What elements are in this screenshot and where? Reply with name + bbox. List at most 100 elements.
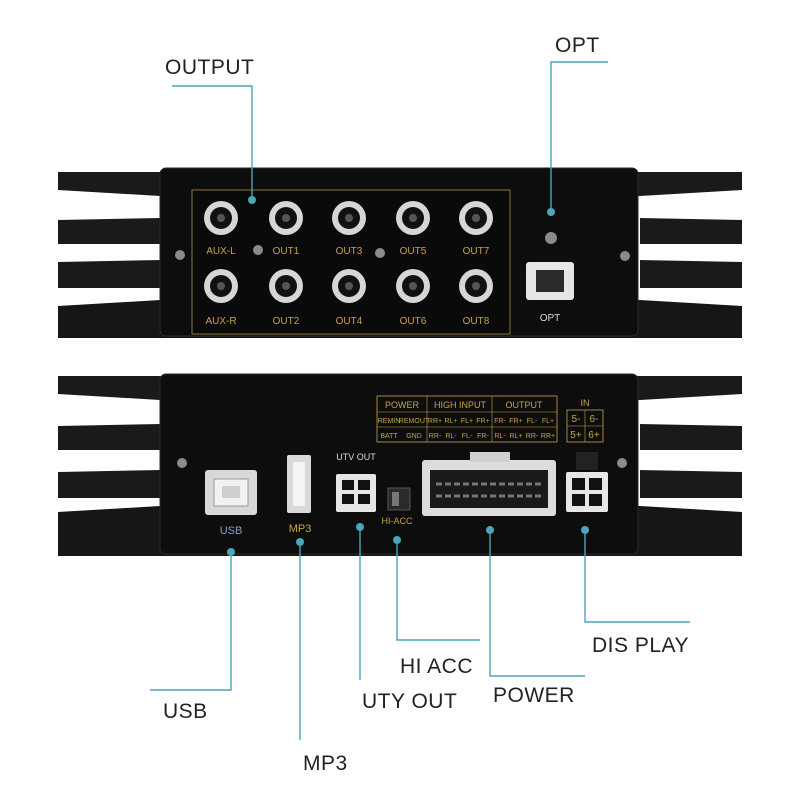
wiring-table: POWER HIGH INPUT OUTPUT REMIN REMOUT RR+… [376,395,558,443]
in-table-cell: 5+ [570,430,582,441]
mp3-port-label: MP3 [289,523,312,535]
table-cell: REMOUT [399,418,430,425]
top-device: AUX-L OUT1 OUT3 OUT5 OUT7 AUX-R OUT2 OUT… [58,167,742,338]
table-cell: RL- [445,433,457,440]
table-cell: RR+ [428,418,442,425]
jack-label: OUT3 [336,246,363,257]
hi-acc-switch-knob [392,492,399,506]
leader-hi-acc [396,540,480,641]
table-cell: FL+ [542,418,554,425]
table-header: HIGH INPUT [434,400,487,410]
rca-jack[interactable] [204,269,238,303]
rca-jack[interactable] [396,269,430,303]
jack-label: OUT5 [400,246,427,257]
table-cell: FR- [477,433,489,440]
table-header: OUTPUT [506,400,544,410]
pin [358,494,370,504]
utv-out-connector[interactable] [336,474,376,512]
screw [175,250,185,260]
pin [342,494,354,504]
table-cell: FR+ [509,418,522,425]
table-cell: RL- [494,433,506,440]
usb-port-tongue [222,486,240,498]
jack-label: OUT6 [400,316,427,327]
in-table-cell: 6+ [588,430,600,441]
table-cell: BATT [380,433,398,440]
table-cell: FL- [462,433,473,440]
jack-label: OUT8 [463,316,490,327]
callout-uty-out: UTY OUT [362,690,458,713]
screw [545,232,557,244]
usb-port-label: USB [220,525,243,537]
jack-label: OUT2 [273,316,300,327]
jack-label: AUX-L [206,246,236,257]
rca-jack[interactable] [204,201,238,235]
fin [58,470,160,498]
callout-mp3: MP3 [303,752,348,775]
callout-opt: OPT [555,34,600,57]
table-cell: FR+ [476,418,489,425]
power-connector-pins [430,470,548,508]
rca-jack[interactable] [332,269,366,303]
jack-label: OUT1 [273,246,300,257]
table-header: POWER [385,400,420,410]
jack-label: OUT7 [463,246,490,257]
leader-usb [150,552,232,691]
rca-jack[interactable] [396,201,430,235]
mp3-usb-port-inner [293,462,305,506]
leader-opt [550,61,608,212]
fin [640,260,742,288]
table-cell: RL+ [509,433,522,440]
callout-display: DIS PLAY [592,634,689,657]
screw [177,458,187,468]
table-cell: FR- [494,418,506,425]
pin [589,478,602,490]
wiring-table-border [376,395,558,443]
leader-power [489,530,585,677]
leader-lines [150,61,690,740]
bottom-device: USB MP3 UTV OUT HI-ACC [58,373,742,556]
table-cell: GND [406,433,422,440]
display-connector-latch [576,452,598,470]
pin [572,478,585,490]
fin [640,470,742,498]
optical-port-window [536,270,564,292]
jack-label: OUT4 [336,316,363,327]
rca-jack[interactable] [332,201,366,235]
fin [640,218,742,244]
in-table-cell: 6- [590,414,599,425]
callout-usb: USB [163,700,208,723]
rca-jack[interactable] [459,201,493,235]
fin [58,218,160,244]
pin [572,494,585,506]
table-cell: RR+ [541,433,555,440]
rca-jack[interactable] [269,201,303,235]
callout-hi-acc: HI ACC [400,655,474,678]
leader-display [584,530,690,623]
leader-output [172,85,253,200]
callout-power: POWER [493,684,575,707]
table-cell: FL+ [461,418,473,425]
fin [58,424,160,450]
in-table-header: IN [581,398,590,408]
table-cell: RR- [526,433,539,440]
pin [589,494,602,506]
in-table-cell: 5- [572,414,581,425]
rca-jack[interactable] [269,269,303,303]
hi-acc-label: HI-ACC [382,516,413,526]
fin [58,260,160,288]
opt-port-label: OPT [540,313,561,324]
rca-jack[interactable] [459,269,493,303]
screw [620,251,630,261]
fin [640,424,742,450]
in-table: IN 5- 6- 5+ 6+ [566,398,604,443]
screw [375,248,385,258]
table-cell: RR- [429,433,442,440]
jack-row-1 [204,201,493,235]
table-cell: REMIN [378,418,401,425]
jack-row-2 [204,269,493,303]
utv-out-label: UTV OUT [336,452,376,462]
leader-dots [227,196,589,556]
callout-output: OUTPUT [165,56,255,79]
